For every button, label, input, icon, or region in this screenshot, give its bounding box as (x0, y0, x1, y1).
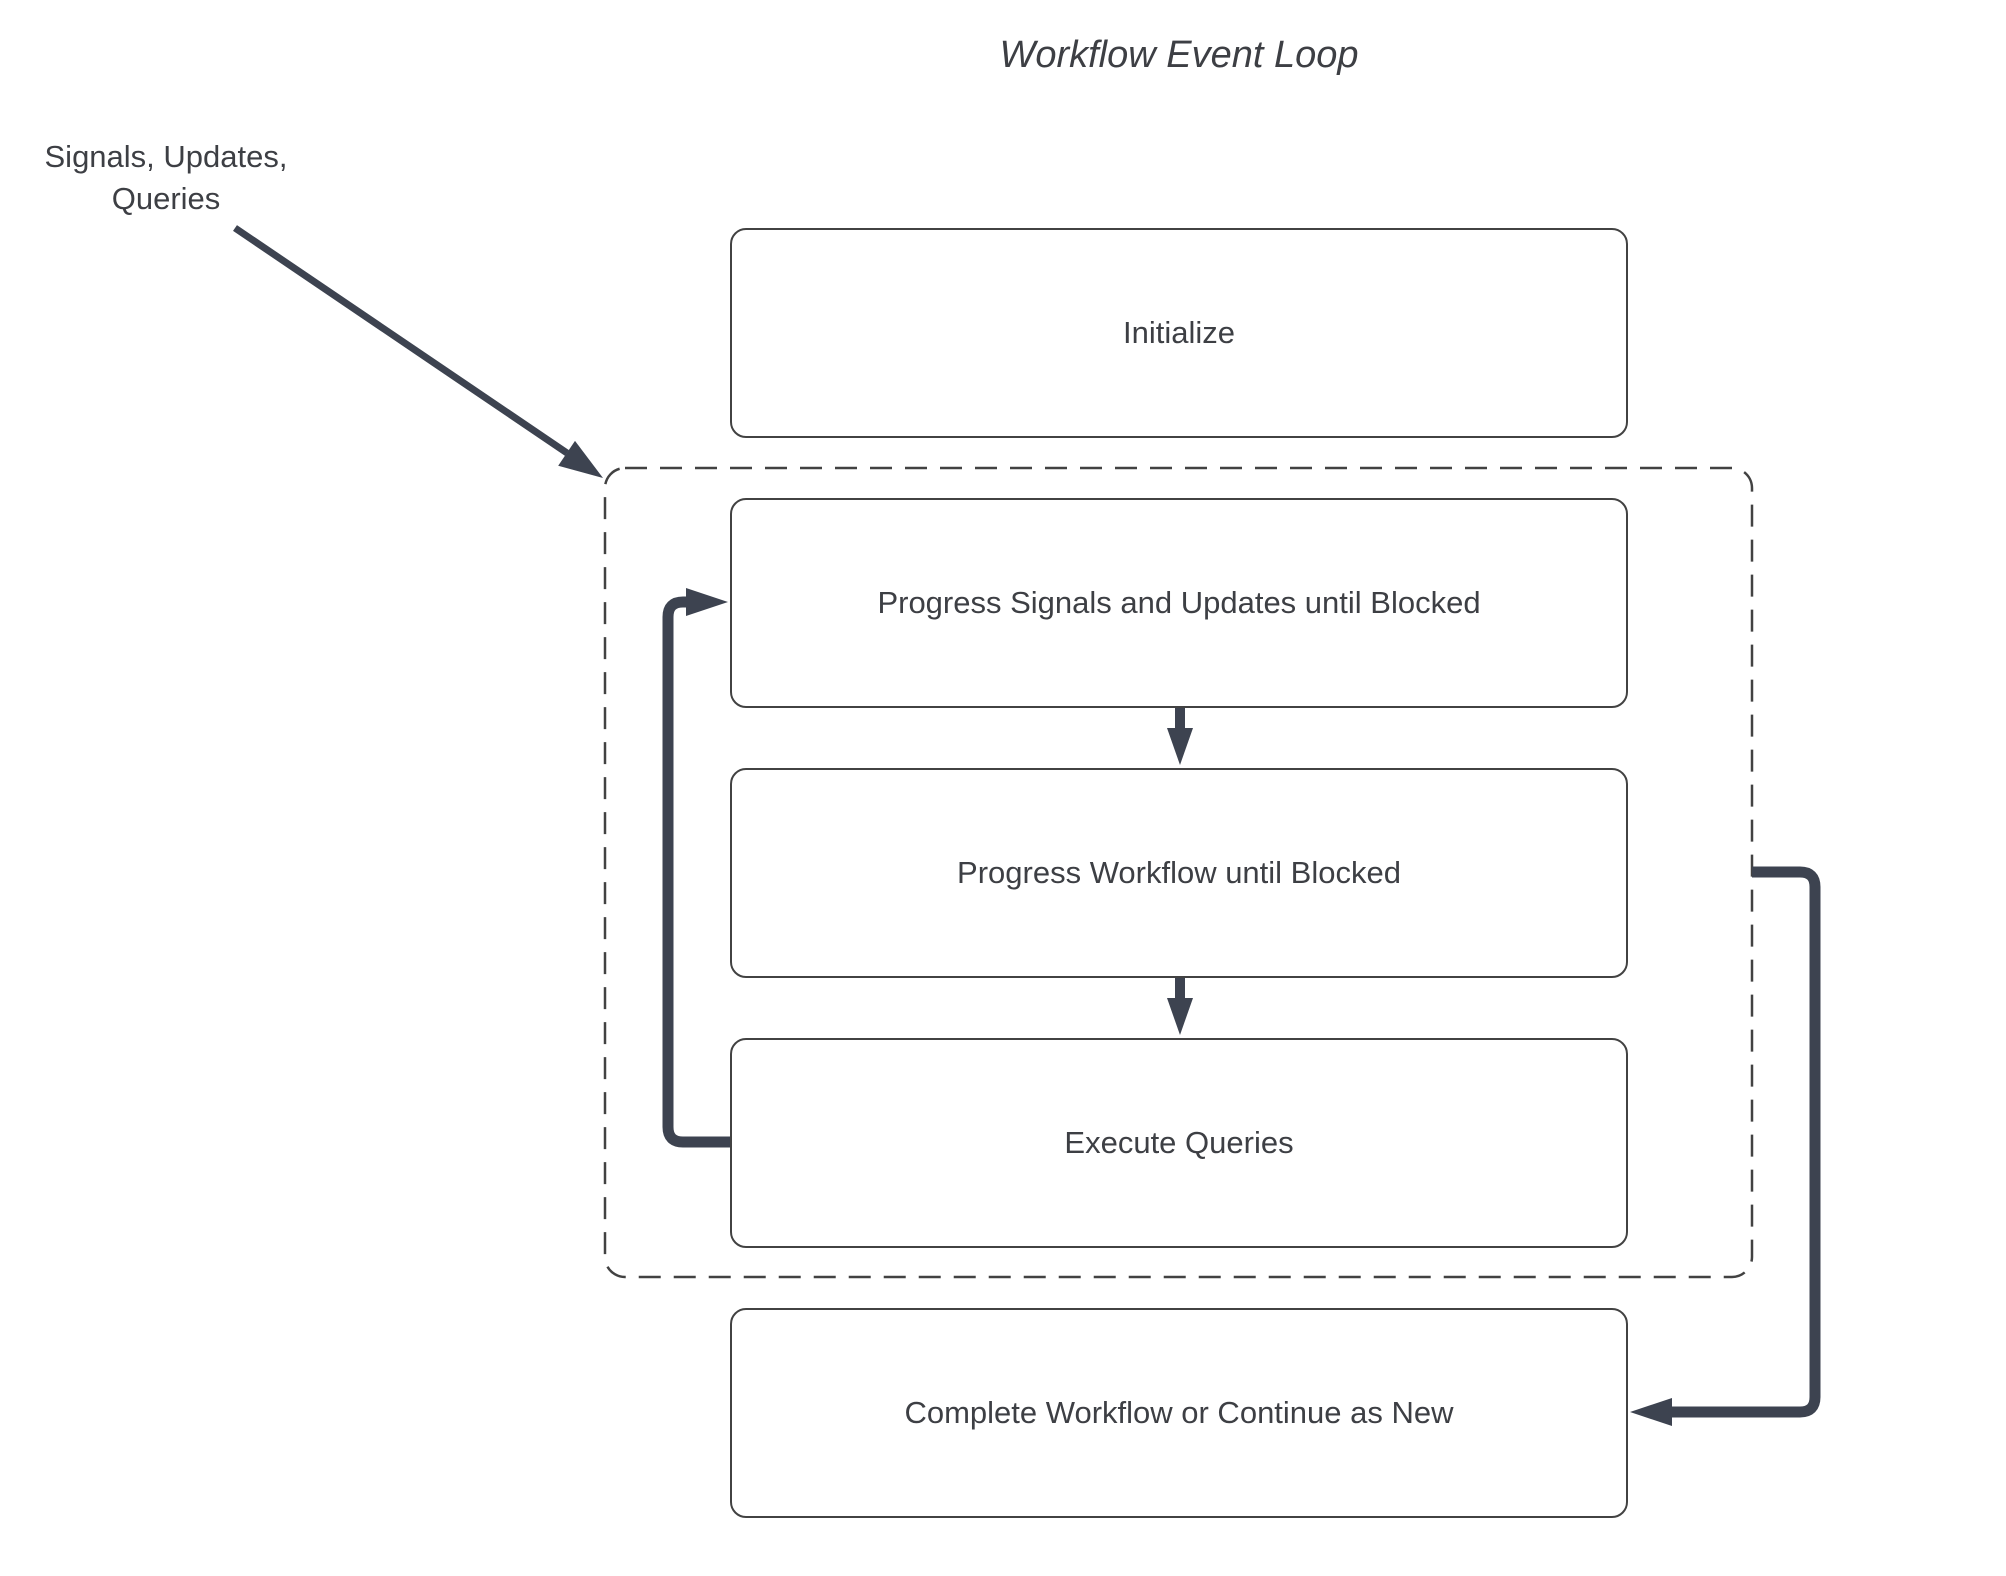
arrow-workflow-to-queries (1167, 977, 1193, 1035)
node-progress-signals-updates: Progress Signals and Updates until Block… (730, 498, 1628, 708)
arrow-loop-back-line (662, 596, 730, 1148)
signals-updates-queries-label: Signals, Updates, Queries (18, 136, 314, 220)
node-progress-workflow: Progress Workflow until Blocked (730, 768, 1628, 978)
arrow-loop-to-complete-line (1672, 866, 1821, 1418)
arrow-signals-into-loop-head-icon (558, 440, 603, 478)
node-complete-workflow: Complete Workflow or Continue as New (730, 1308, 1628, 1518)
arrow-signals-into-loop-line (233, 225, 569, 456)
node-initialize-label: Initialize (1123, 315, 1235, 350)
node-initialize: Initialize (730, 228, 1628, 438)
arrow-signals-to-workflow (1167, 707, 1193, 765)
arrow-signals-to-workflow-head-icon (1167, 728, 1193, 765)
signals-updates-queries-label-line2: Queries (111, 181, 221, 216)
node-progress-workflow-label: Progress Workflow until Blocked (957, 855, 1401, 890)
arrow-loop-back-head-icon (686, 588, 728, 616)
arrow-loop-back (662, 588, 730, 1148)
node-execute-queries: Execute Queries (730, 1038, 1628, 1248)
page-title: Workflow Event Loop (999, 34, 1359, 76)
arrow-loop-to-complete-head-icon (1630, 1398, 1672, 1426)
node-progress-signals-updates-label: Progress Signals and Updates until Block… (877, 585, 1481, 620)
node-complete-workflow-label: Complete Workflow or Continue as New (904, 1395, 1454, 1430)
arrow-workflow-to-queries-head-icon (1167, 998, 1193, 1035)
arrow-signals-into-loop (233, 225, 603, 478)
node-execute-queries-label: Execute Queries (1064, 1125, 1294, 1160)
signals-updates-queries-label-line1: Signals, Updates, (44, 139, 288, 174)
arrow-loop-to-complete (1630, 866, 1821, 1426)
